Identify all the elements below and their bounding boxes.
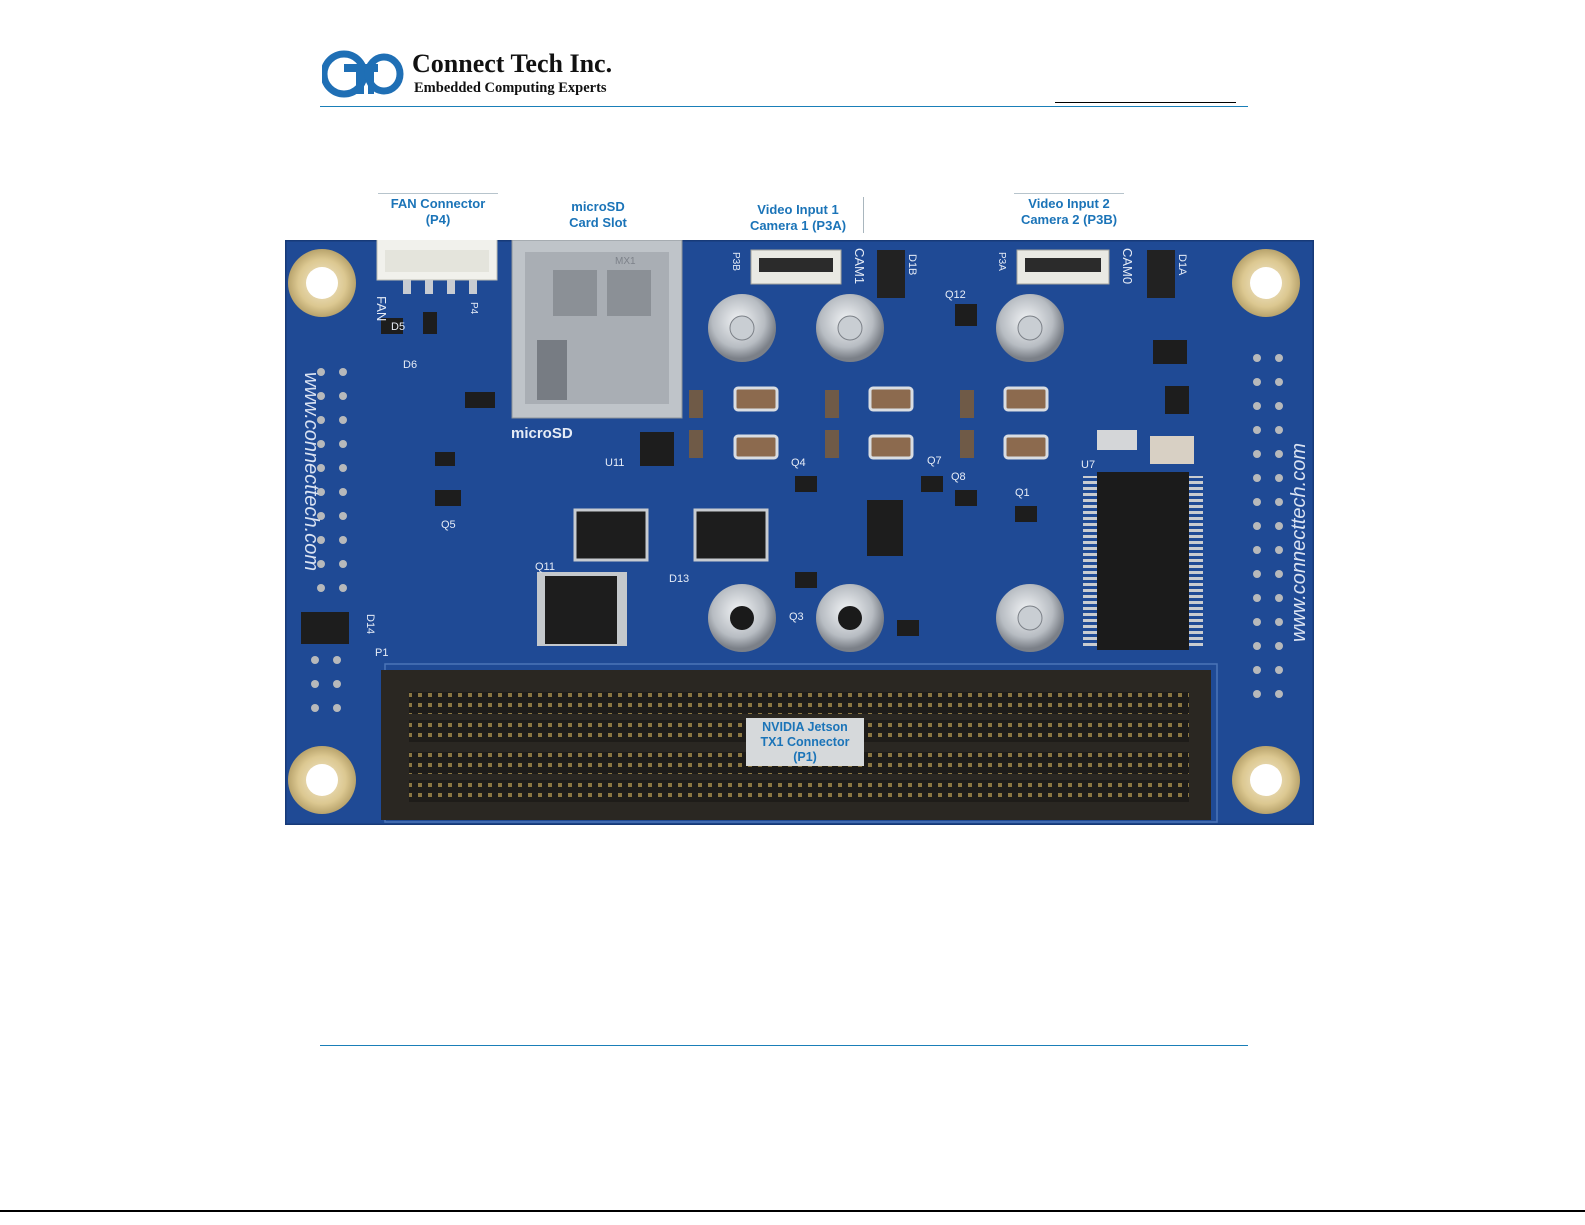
callout-microsd-line2: Card Slot	[569, 215, 627, 230]
callout-tx1-line1: NVIDIA Jetson	[762, 720, 848, 734]
silk-d1b: D1B	[906, 254, 918, 275]
callout-video1-leader	[863, 197, 864, 233]
callout-video-input-2: Video Input 2 Camera 2 (P3B)	[1014, 193, 1124, 228]
camera2-connector-p3b	[1016, 249, 1110, 285]
silk-p3a: P3A	[996, 252, 1007, 271]
standoff-group	[708, 294, 1064, 652]
silk-microsd: microSD	[511, 425, 573, 442]
callout-microsd: microSD Card Slot	[550, 199, 646, 231]
header-rule	[320, 106, 1248, 107]
silk-q5: Q5	[441, 519, 456, 531]
camera1-connector-p3a	[750, 249, 842, 285]
silk-d14: D14	[364, 614, 376, 634]
silk-q7: Q7	[927, 455, 942, 467]
callout-video1-line2: Camera 1 (P3A)	[749, 218, 847, 233]
mount-hole-br	[1232, 746, 1300, 814]
callout-fan-line2: (P4)	[425, 212, 451, 227]
silk-p1: P1	[375, 647, 388, 659]
brand-name: Connect Tech Inc.	[412, 49, 613, 78]
callout-tx1-line3: (P1)	[793, 750, 817, 764]
silk-u11: U11	[605, 457, 624, 469]
silk-q8: Q8	[951, 471, 966, 483]
mount-hole-bl	[288, 746, 356, 814]
silk-p3b: P3B	[730, 252, 741, 271]
callout-tx1-connector: NVIDIA Jetson TX1 Connector (P1)	[746, 718, 864, 766]
ic-u7	[1083, 472, 1203, 650]
silk-d6: D6	[403, 359, 417, 371]
silk-q11: Q11	[535, 561, 555, 573]
silk-q1: Q1	[1015, 487, 1030, 499]
silk-d13: D13	[669, 573, 689, 585]
connect-tech-logo	[322, 50, 404, 98]
silk-website-left: www.connecttech.com	[300, 372, 322, 571]
silk-fan: FAN	[374, 296, 389, 321]
carrier-board-photo: www.connecttech.com www.connecttech.com …	[285, 240, 1314, 825]
callout-fan-line1: FAN Connector	[390, 196, 486, 211]
page-bottom-edge	[0, 1210, 1585, 1212]
callout-tx1-line2: TX1 Connector	[760, 735, 850, 749]
microsd-card-slot	[511, 240, 683, 419]
callout-video-input-1: Video Input 1 Camera 1 (P3A)	[738, 202, 858, 234]
mount-hole-tl	[288, 249, 356, 317]
mount-hole-tr	[1232, 249, 1300, 317]
silk-d1a: D1A	[1176, 254, 1188, 276]
silk-cam1: CAM1	[852, 248, 867, 284]
silk-mx1: MX1	[615, 256, 636, 267]
silk-u7: U7	[1081, 459, 1095, 471]
header-short-rule	[1055, 102, 1236, 103]
silk-cam0: CAM0	[1120, 248, 1135, 284]
callout-video2-line2: Camera 2 (P3B)	[1020, 212, 1118, 227]
brand-tagline: Embedded Computing Experts	[414, 80, 607, 96]
silk-q4: Q4	[791, 457, 806, 469]
callout-fan-connector: FAN Connector (P4)	[378, 193, 498, 228]
footer-rule	[320, 1045, 1248, 1046]
callout-microsd-line1: microSD	[571, 199, 625, 214]
silk-d5: D5	[391, 321, 405, 333]
callout-video2-line1: Video Input 2	[1028, 196, 1110, 211]
silk-q12: Q12	[945, 289, 966, 301]
silk-website-right: www.connecttech.com	[1288, 443, 1310, 642]
silk-q3: Q3	[789, 611, 804, 623]
regulator-q11	[537, 572, 627, 646]
callout-video1-line1: Video Input 1	[757, 202, 839, 217]
fan-connector-p4	[376, 240, 498, 294]
silk-p4: P4	[468, 302, 479, 315]
